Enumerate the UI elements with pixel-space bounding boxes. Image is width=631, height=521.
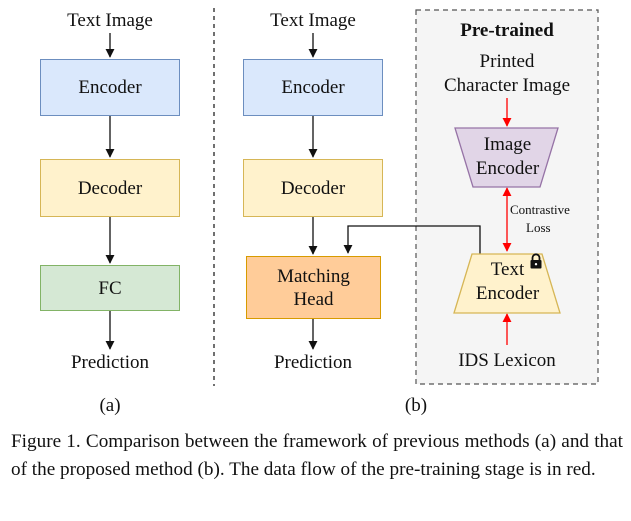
pretrained-title: Pre-trained bbox=[460, 20, 554, 41]
contrastive-loss-line1: Contrastive bbox=[510, 202, 570, 217]
panel-b-encoder-label: Encoder bbox=[281, 77, 345, 98]
image-encoder-label-line1: Image bbox=[483, 134, 532, 155]
panel-a-decoder-box: Decoder bbox=[40, 159, 180, 217]
printed-image-label-line2: Character Image bbox=[443, 75, 571, 96]
panel-a-output-label: Prediction bbox=[70, 352, 150, 373]
text-encoder-label-line1: Text bbox=[490, 259, 525, 280]
contrastive-loss-line2: Loss bbox=[526, 220, 551, 235]
figure-caption: Figure 1. Comparison between the framewo… bbox=[11, 431, 623, 480]
panel-a-caption-label: (a) bbox=[99, 395, 121, 416]
panel-a-decoder-label: Decoder bbox=[77, 177, 143, 199]
diagram-connectors bbox=[105, 8, 599, 386]
text-encoder-label: Text Encoder bbox=[460, 258, 555, 306]
panel-a-input-label: Text Image bbox=[67, 10, 153, 31]
image-encoder-label-line2: Encoder bbox=[475, 158, 540, 179]
panel-b-encoder-box: Encoder bbox=[243, 59, 383, 116]
panel-a-encoder-box: Encoder bbox=[40, 59, 180, 116]
panel-b-output-label: Prediction bbox=[273, 352, 353, 373]
printed-image-label-line1: Printed bbox=[479, 51, 535, 72]
panel-b-input-label: Text Image bbox=[270, 10, 356, 31]
matching-head-box: Matching Head bbox=[246, 256, 381, 319]
panel-b-decoder-label: Decoder bbox=[280, 177, 346, 199]
arrow-textencoder-head bbox=[343, 225, 481, 254]
matching-head-label-line1: Matching bbox=[277, 265, 350, 287]
panel-b-decoder-box: Decoder bbox=[243, 159, 383, 217]
panel-a-encoder-label: Encoder bbox=[78, 77, 142, 98]
lock-icon bbox=[530, 253, 542, 269]
image-encoder-shape bbox=[454, 127, 559, 188]
panel-a-fc-box: FC bbox=[40, 265, 180, 311]
text-encoder-shape bbox=[453, 253, 561, 314]
panel-a-fc-label: FC bbox=[98, 277, 122, 299]
panel-b-caption-label: (b) bbox=[404, 395, 428, 416]
matching-head-label-line2: Head bbox=[293, 288, 334, 310]
contrastive-loss-label: Contrastive Loss bbox=[510, 201, 596, 237]
image-encoder-label: Image Encoder bbox=[460, 133, 555, 181]
framework-diagram: Text Image Encoder Decoder FC Prediction… bbox=[40, 8, 599, 416]
ids-lexicon-label: IDS Lexicon bbox=[458, 350, 556, 371]
text-encoder-label-line2: Encoder bbox=[475, 283, 540, 304]
